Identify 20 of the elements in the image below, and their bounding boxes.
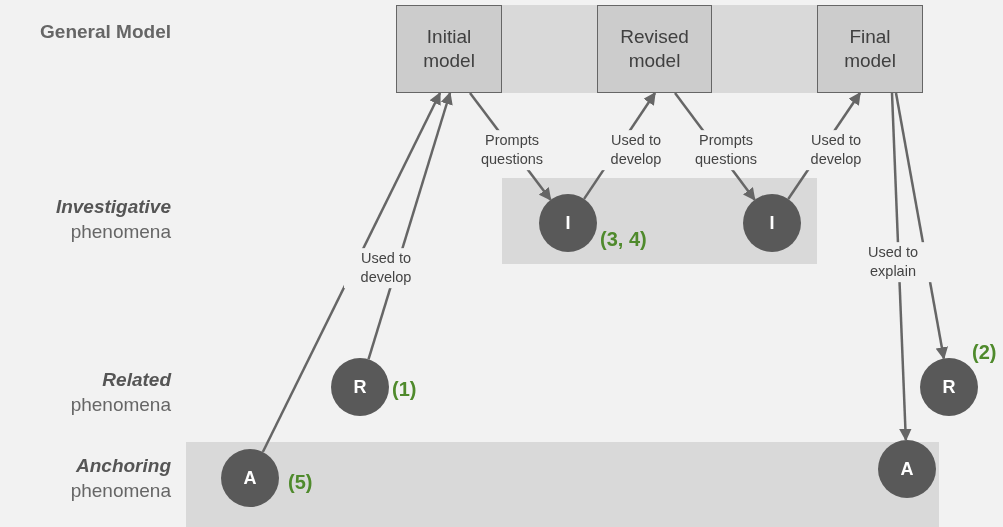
phenomenon-circle: A [878,440,936,498]
model-box: Final model [817,5,923,93]
model-box: Revised model [597,5,712,93]
phenomenon-circle: I [743,194,801,252]
phenomenon-circle: A [221,449,279,507]
background-band [186,442,939,527]
background-band [502,178,817,264]
reference-number: (3, 4) [600,228,647,251]
reference-number: (1) [392,378,417,401]
model-box: Initial model [396,5,502,93]
row-label: Related phenomena [69,368,171,417]
background-band [396,5,923,93]
arrow [890,92,912,442]
phenomenon-circle: I [539,194,597,252]
arrow [261,91,442,453]
row-label: Anchoring phenomena [69,454,171,503]
phenomenon-circle: R [331,358,389,416]
reference-number: (5) [288,471,313,494]
row-label: Investigative phenomena [54,195,171,244]
row-label: General Model [39,20,171,44]
